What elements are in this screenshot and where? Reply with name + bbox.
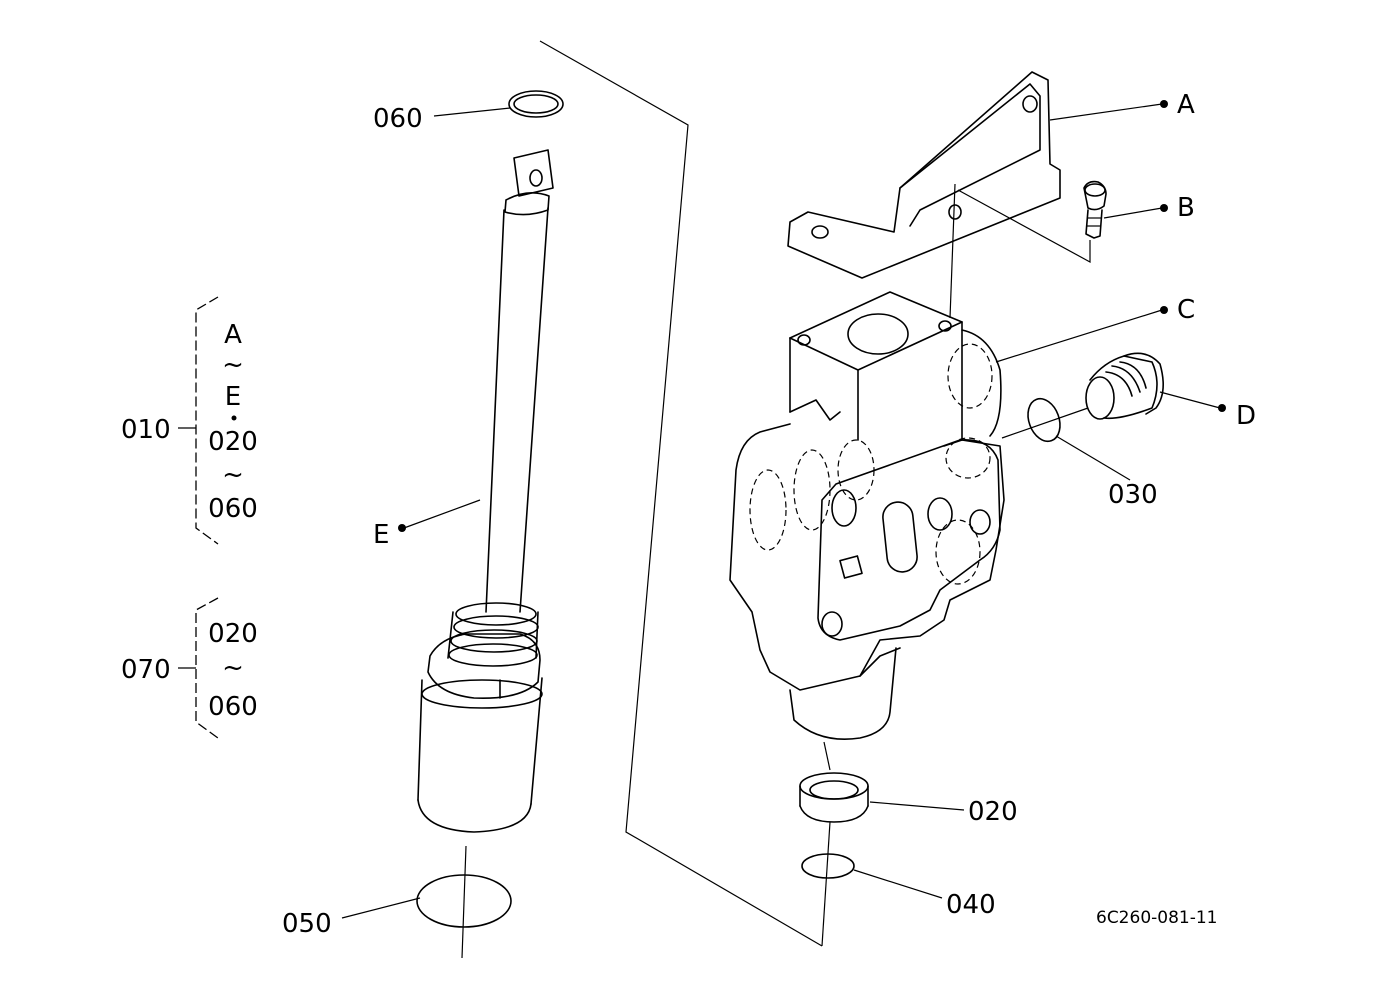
callout-e: E [373,520,389,550]
callout-a: A [1177,90,1195,120]
callout-040: 040 [946,890,996,920]
seal-020 [799,772,869,823]
group-010-line-6: 060 [208,494,258,524]
assembly-group-010: 010 A ~ E 020 ~ 060 [121,296,258,545]
callout-060: 060 [373,104,423,134]
group-010-line-2: ~ [222,350,244,380]
group-010-line-4: 020 [208,427,258,457]
group-010-line-5: ~ [222,460,244,490]
group-070-line-3: 060 [208,692,258,722]
group-070-line-1: 020 [208,619,258,649]
group-number-010: 010 [121,415,171,445]
assembly-boundary-line [539,40,823,947]
assembly-group-070: 070 020 ~ 060 [121,597,258,739]
bracket-a [787,71,1061,319]
bolt-b [957,180,1107,264]
group-010-line-3: E [225,382,241,412]
group-010-line-1: A [224,320,242,350]
plug-d [1085,352,1164,420]
callout-050: 050 [282,909,332,939]
callout-030: 030 [1108,480,1158,510]
o-ring-060 [508,90,564,118]
leader-lines [341,100,1226,919]
o-ring-050 [416,874,512,928]
group-010-separator-dot [231,415,237,421]
o-ring-040 [801,853,855,879]
group-070-line-2: ~ [222,653,244,683]
o-ring-030 [1001,397,1089,443]
callout-020: 020 [968,797,1018,827]
spool-e [417,149,554,959]
valve-body-c [729,291,1005,947]
drawing-code: 6C260-081-11 [1096,908,1217,928]
callout-d: D [1236,401,1256,431]
callout-b: B [1177,193,1195,223]
group-number-070: 070 [121,655,171,685]
callout-c: C [1177,295,1195,325]
